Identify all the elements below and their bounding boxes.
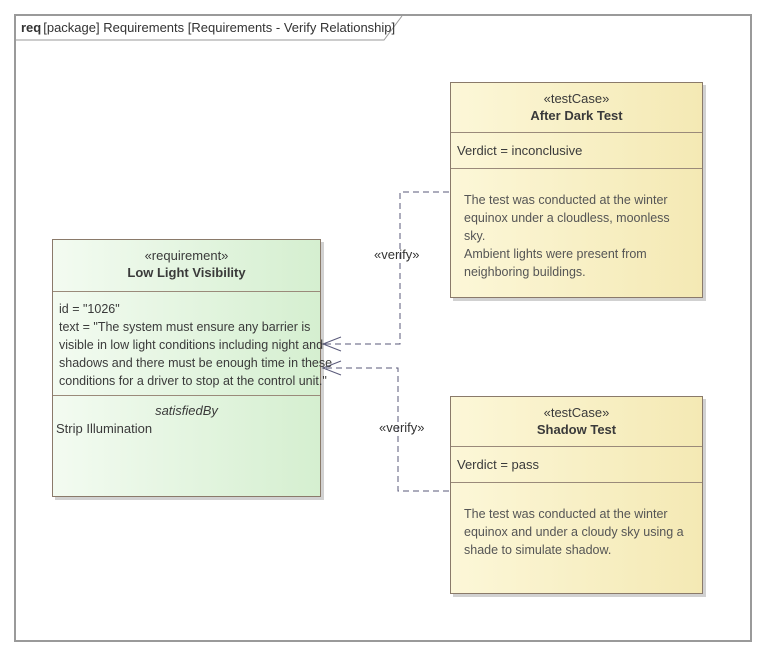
arrowhead-shadow — [321, 360, 342, 376]
description-line: equinox and under a cloudy sky using a — [464, 525, 684, 539]
frame-kind: req — [21, 20, 42, 35]
frame-title-text: [package] Requirements [Requirements - V… — [43, 20, 396, 35]
description-line: The test was conducted at the winter — [464, 193, 668, 207]
description-line: equinox under a cloudless, moonless sky. — [464, 211, 670, 243]
requirement-attributes: id = "1026" text = "The system must ensu… — [53, 292, 333, 395]
testcase-after-dark-test[interactable]: «testCase» After Dark Test Verdict = inc… — [450, 82, 703, 298]
testcase-description: The test was conducted at the winter equ… — [451, 483, 702, 559]
testcase-verdict: Verdict = pass — [457, 457, 540, 472]
testcase-name: Shadow Test — [536, 422, 617, 437]
testcase-name: After Dark Test — [530, 108, 623, 123]
requirement-name: Low Light Visibility — [127, 265, 246, 280]
verify-label-after-dark: «verify» — [374, 247, 420, 262]
requirement-low-light-visibility[interactable]: «requirement» Low Light Visibility id = … — [52, 239, 333, 497]
requirement-text-line: text = "The system must ensure any barri… — [59, 320, 311, 334]
testcase-description: The test was conducted at the winter equ… — [451, 169, 702, 281]
description-line: neighboring buildings. — [464, 265, 586, 279]
testcase-verdict: Verdict = inconclusive — [457, 143, 583, 158]
satisfied-by-compartment: satisfiedBy Strip Illumination — [53, 396, 320, 438]
description-line: shade to simulate shadow. — [464, 543, 612, 557]
satisfied-by-title: satisfiedBy — [155, 403, 218, 418]
frame-title-tab — [16, 16, 403, 41]
requirement-stereotype: «requirement» — [144, 248, 229, 263]
verify-connector-after-dark — [323, 191, 449, 345]
verify-label-shadow: «verify» — [379, 420, 425, 435]
arrowhead-after-dark — [321, 336, 342, 352]
requirement-id: id = "1026" — [59, 302, 120, 316]
testcase-header: «testCase» Shadow Test — [451, 397, 702, 446]
verify-connector-shadow — [323, 367, 449, 492]
testcase-header: «testCase» After Dark Test — [451, 83, 702, 132]
frame-title: req[package] Requirements [Requirements … — [16, 16, 419, 40]
requirement-text-line: conditions for a driver to stop at the c… — [59, 374, 327, 388]
requirement-text-line: shadows and there must be enough time in… — [59, 356, 333, 370]
testcase-stereotype: «testCase» — [543, 405, 610, 420]
requirement-header: «requirement» Low Light Visibility — [53, 240, 320, 291]
satisfied-by-item: Strip Illumination — [56, 421, 153, 436]
description-line: Ambient lights were present from — [464, 247, 647, 261]
testcase-stereotype: «testCase» — [543, 91, 610, 106]
requirement-text-line: visible in low light conditions includin… — [59, 338, 324, 352]
testcase-shadow-test[interactable]: «testCase» Shadow Test Verdict = pass Th… — [450, 396, 703, 594]
description-line: The test was conducted at the winter — [464, 507, 668, 521]
